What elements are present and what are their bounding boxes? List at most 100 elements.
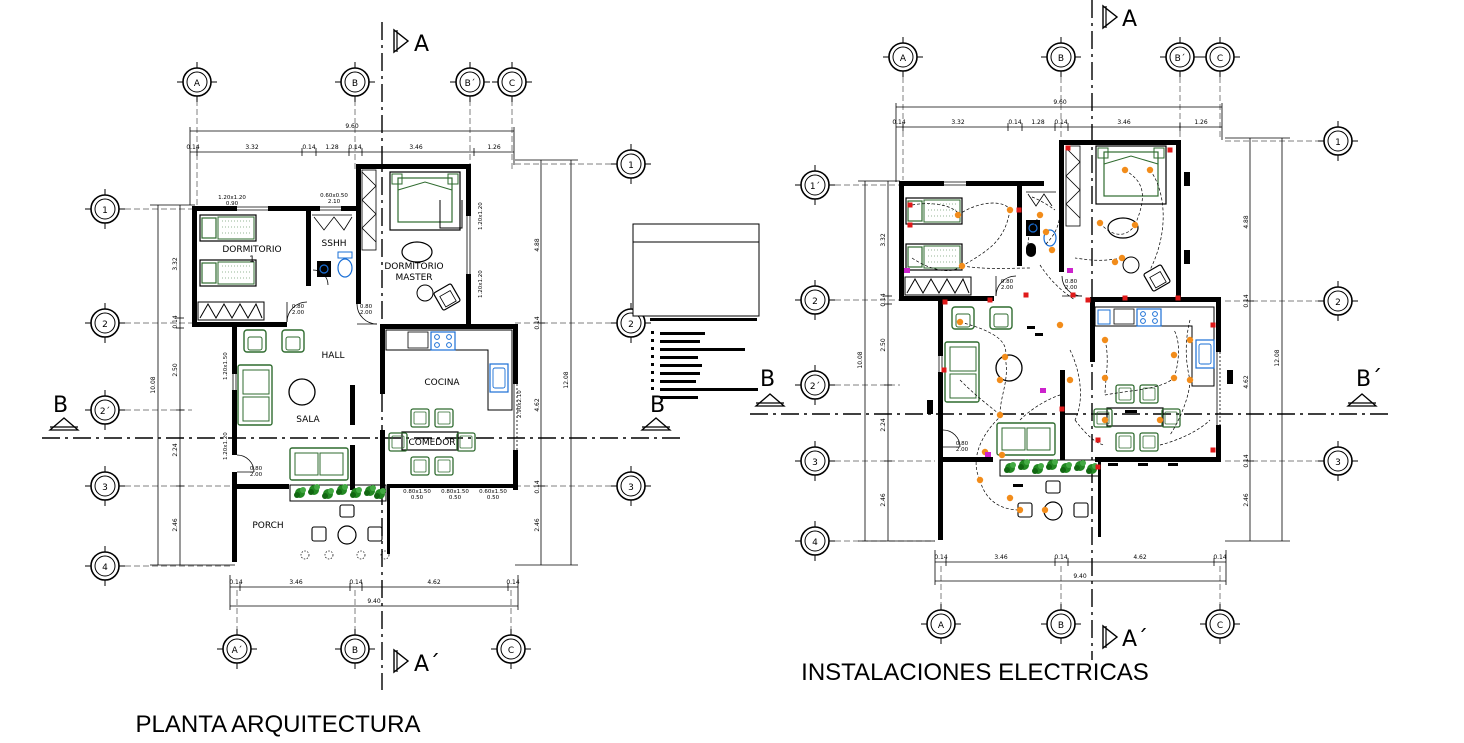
- axis-bubble-3-right-r: 3: [1317, 440, 1359, 482]
- dining-chair-icon: [410, 456, 430, 476]
- svg-text:3: 3: [1335, 458, 1341, 468]
- svg-text:0.14: 0.14: [534, 480, 541, 494]
- sofa-icon-r2: [996, 422, 1056, 456]
- svg-text:3.46: 3.46: [1117, 119, 1131, 126]
- svg-text:12.08: 12.08: [1274, 349, 1281, 366]
- svg-text:0.14: 0.14: [186, 144, 200, 151]
- room-label-hall: HALL: [322, 351, 345, 361]
- armchair-icon-r: [1143, 264, 1171, 292]
- bed-icon: [199, 259, 257, 287]
- svg-text:1: 1: [1335, 138, 1341, 148]
- porch-table-icon: [337, 525, 357, 545]
- svg-text:2´: 2´: [810, 381, 820, 392]
- svg-text:B´: B´: [1356, 367, 1382, 392]
- svg-text:0.80: 0.80: [250, 466, 263, 472]
- exterior-lights-r: [927, 172, 1233, 414]
- svg-text:0.14: 0.14: [1008, 119, 1022, 126]
- dimension-lines-right-r: [1225, 137, 1290, 542]
- axis-bubble-b-prime-top-r: B´: [1159, 36, 1201, 78]
- side-table-icon: [416, 284, 434, 302]
- dimension-lines-top-r: [895, 103, 1223, 182]
- planter-r: [999, 459, 1101, 477]
- svg-text:2.50: 2.50: [172, 363, 179, 377]
- svg-text:1.20x1.20: 1.20x1.20: [218, 195, 246, 201]
- svg-text:2.46: 2.46: [1243, 493, 1250, 507]
- coffee-table-icon-r: [995, 354, 1023, 382]
- axis-bubble-2-right: 2: [610, 302, 652, 344]
- svg-text:1: 1: [102, 206, 108, 216]
- armchair-icon: [281, 329, 305, 353]
- room-number-dormitorio-1: 1: [249, 255, 255, 265]
- axis-bubble-3-left-r: 3: [794, 440, 836, 482]
- svg-text:2.00: 2.00: [1065, 285, 1078, 291]
- bed-icon: [905, 243, 963, 271]
- armchair-icon: [243, 329, 267, 353]
- svg-text:2.00: 2.00: [1001, 285, 1014, 291]
- svg-text:0.80x1.50: 0.80x1.50: [441, 489, 469, 495]
- svg-text:0.50: 0.50: [487, 495, 500, 501]
- armchair-icon: [433, 283, 461, 311]
- armchair-icon: [951, 306, 975, 330]
- axis-bubble-b-prime-top: B´: [449, 61, 491, 103]
- svg-text:0.60x1.50: 0.60x1.50: [479, 489, 507, 495]
- windows: [232, 206, 518, 450]
- axis-bubble-b-top: B: [334, 61, 376, 103]
- walls: [192, 164, 518, 562]
- axis-bubble-a-top-r: A: [882, 36, 924, 78]
- section-marker-a-top-right: A: [1102, 4, 1137, 32]
- sofa-icon-r: [944, 341, 980, 403]
- svg-text:3.32: 3.32: [172, 257, 179, 271]
- svg-text:0.14: 0.14: [302, 144, 316, 151]
- special-outlets: [904, 268, 1073, 457]
- svg-text:2.90x2.10: 2.90x2.10: [517, 390, 523, 418]
- svg-text:3: 3: [102, 483, 108, 493]
- section-label-a: A: [414, 32, 429, 57]
- planter: [289, 484, 387, 502]
- axis-bubble-b-bottom-r: B: [1040, 603, 1082, 645]
- svg-text:0.14: 0.14: [349, 579, 363, 586]
- dining-chair-icon: [434, 456, 454, 476]
- axis-bubble-2-right-r: 2: [1317, 280, 1359, 322]
- svg-text:2.00: 2.00: [250, 472, 263, 478]
- dimension-lines-left: [150, 204, 235, 566]
- svg-text:0.80: 0.80: [292, 304, 305, 310]
- svg-text:2.50: 2.50: [880, 338, 887, 352]
- svg-text:C: C: [1217, 54, 1223, 64]
- room-label-porch: PORCH: [252, 521, 283, 531]
- section-marker-b-right: B: [640, 393, 672, 431]
- svg-text:C: C: [509, 79, 515, 89]
- toilet-icon: [337, 251, 353, 278]
- svg-text:0.14: 0.14: [534, 316, 541, 330]
- axis-bubble-4-left-r: 4: [794, 520, 836, 562]
- svg-text:C: C: [508, 646, 514, 656]
- room-label-master-1: DORMITORIO: [384, 262, 443, 272]
- svg-text:4.62: 4.62: [427, 579, 441, 586]
- section-marker-b-prime: B´: [1346, 367, 1382, 407]
- svg-text:4.88: 4.88: [534, 238, 541, 252]
- axis-bubble-2-prime-left-r: 2´: [794, 364, 836, 406]
- axis-bubble-b-top-r: B: [1040, 36, 1082, 78]
- svg-text:0.14: 0.14: [934, 554, 948, 561]
- svg-text:3.32: 3.32: [245, 144, 259, 151]
- svg-text:3: 3: [628, 483, 634, 493]
- porch-chairs-r: [1017, 480, 1089, 518]
- dim-right-segments: 4.88 0.14 4.62 0.14 2.46 12.08: [534, 238, 570, 532]
- walls-r: [899, 140, 1221, 540]
- dimension-lines-bottom: [229, 575, 519, 610]
- svg-text:3.46: 3.46: [289, 579, 303, 586]
- windows-r: [938, 181, 1221, 425]
- vertical-opening-labels: 1.20x1.20 1.20x1.20 1.20x1.50 1.20x1.20 …: [223, 202, 523, 460]
- svg-text:2.00: 2.00: [292, 310, 305, 316]
- svg-text:0.14: 0.14: [172, 315, 179, 329]
- axis-bubble-1-right: 1: [610, 143, 652, 185]
- room-label-sala: SALA: [296, 415, 320, 425]
- room-label-cocina: COCINA: [424, 378, 460, 388]
- svg-text:0.14: 0.14: [1054, 119, 1068, 126]
- svg-text:2: 2: [102, 320, 108, 330]
- svg-text:9.40: 9.40: [1073, 573, 1087, 580]
- room-label-master-2: MASTER: [395, 273, 432, 283]
- svg-text:B: B: [352, 646, 358, 656]
- room-label-dormitorio-1: DORMITORIO: [222, 245, 281, 255]
- axis-bubble-a-top: A: [176, 61, 218, 103]
- double-bed-icon: [389, 171, 461, 231]
